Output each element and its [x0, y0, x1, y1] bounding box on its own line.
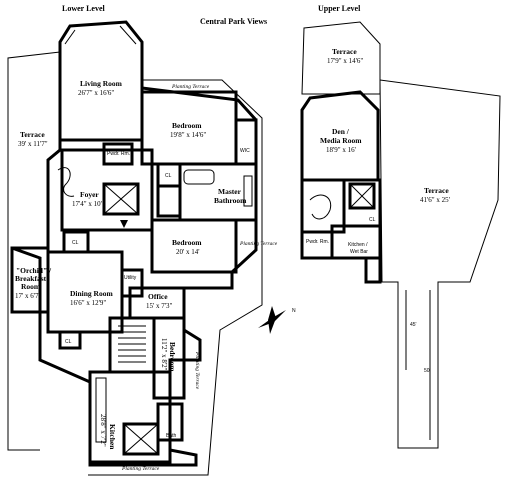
compass-icon [258, 306, 286, 334]
bedroom-3-dim: 11'2" x 8'2" [160, 338, 168, 371]
office-dim: 15' x 7'3" [146, 302, 173, 310]
bedroom-2-walls [150, 218, 238, 274]
closet-label-3: CL [65, 339, 72, 345]
orchid-label-2: Breakfast [15, 274, 47, 283]
kitchen-dim: 28'8" x 7'2" [99, 414, 107, 447]
den-label-2: Media Room [320, 136, 362, 145]
den-label: Den / [332, 127, 350, 136]
powder-room-lower [102, 142, 134, 166]
planting-terrace-top-label: Planting Terrace [171, 84, 210, 90]
dim-45-label: 45' [410, 322, 417, 328]
upper-level-heading: Upper Level [318, 4, 361, 13]
terrace-boundary [7, 51, 61, 451]
living-room-label: Living Room [80, 79, 123, 88]
bedroom-2-label: Bedroom [172, 238, 202, 247]
upper-powder-label: Pwdr. Rm. [306, 239, 329, 245]
entry-arrow [120, 220, 128, 228]
bath-lower-walls [156, 402, 184, 442]
terrace-label: Terrace [20, 130, 45, 139]
upper-terrace-top-boundary [301, 21, 381, 95]
master-bath-label-2: Bathroom [214, 196, 247, 205]
bedroom-3-label: Bedroom [168, 342, 177, 372]
foyer-walls [60, 148, 154, 232]
upper-closet-label: CL [369, 217, 376, 223]
office-label: Office [148, 292, 168, 301]
utility-label: Utility [124, 275, 137, 281]
upper-terrace-right-boundary [379, 79, 501, 449]
den-dim: 18'9" x 16' [326, 146, 356, 154]
kitchen-label: Kitchen [108, 424, 117, 450]
elevator-upper [348, 182, 376, 210]
powder-room-lower-label: Pwdr. Rm. [107, 151, 130, 157]
elevator-lower [102, 182, 140, 216]
spiral-stair-upper [309, 194, 332, 220]
kitchen-wet-bar-label: Kitchen / [348, 242, 368, 248]
upper-powder-walls [300, 230, 334, 260]
spiral-stair-lower [57, 167, 75, 197]
orchid-label-3: Room [21, 282, 41, 291]
kitchen-wet-bar-walls [330, 224, 382, 260]
terrace-dim: 39' x 11'7" [18, 140, 48, 148]
planting-terrace-right-label: Planting Terrace [239, 241, 278, 247]
upper-terrace-right-label: Terrace [424, 186, 449, 195]
lower-level-heading: Lower Level [62, 4, 106, 13]
bath-lower-label: Bath [166, 433, 177, 439]
bedroom-1-label: Bedroom [172, 121, 202, 130]
upper-level-plan [300, 21, 501, 449]
orchid-dim: 17' x 6'7" [15, 292, 42, 300]
wic-label: WIC [240, 148, 250, 154]
foyer-label: Foyer [80, 190, 99, 199]
kitchen-walls [88, 370, 172, 464]
bedroom-1-dim: 19'8" x 14'6" [170, 131, 206, 139]
closet-label-2: CL [72, 240, 79, 246]
master-bath-label: Master [218, 187, 242, 196]
compass-north-label: N [292, 308, 296, 314]
closet-label-1: CL [165, 173, 172, 179]
planting-terrace-side-label: Planting Terrace [194, 351, 200, 390]
apartment-west-wall [46, 140, 62, 248]
central-park-views-heading: Central Park Views [200, 17, 267, 26]
dining-dim: 16'6" x 12'9" [70, 299, 106, 307]
planting-terrace-bottom-label: Planting Terrace [121, 466, 160, 472]
bathtub [183, 169, 215, 185]
upper-terrace-top-label: Terrace [332, 47, 357, 56]
upper-terrace-right-dim: 41'6" x 25' [420, 196, 450, 204]
upper-stair-walls [300, 178, 346, 234]
bedroom-2-dim: 20' x 14' [176, 248, 200, 256]
foyer-dim: 17'4" x 10' [72, 200, 102, 208]
orchid-label: "Orchid" / [16, 266, 52, 275]
kitchen-wet-bar-label-2: Wet Bar [350, 249, 368, 255]
upper-terrace-top-dim: 17'9" x 14'6" [327, 57, 363, 65]
dining-label: Dining Room [70, 289, 113, 298]
living-room-dim: 26'7" x 16'6" [78, 89, 114, 97]
dim-50-label: 50' [424, 368, 431, 374]
lower-level-plan [7, 20, 263, 476]
planting-terrace-boundary [88, 79, 263, 476]
